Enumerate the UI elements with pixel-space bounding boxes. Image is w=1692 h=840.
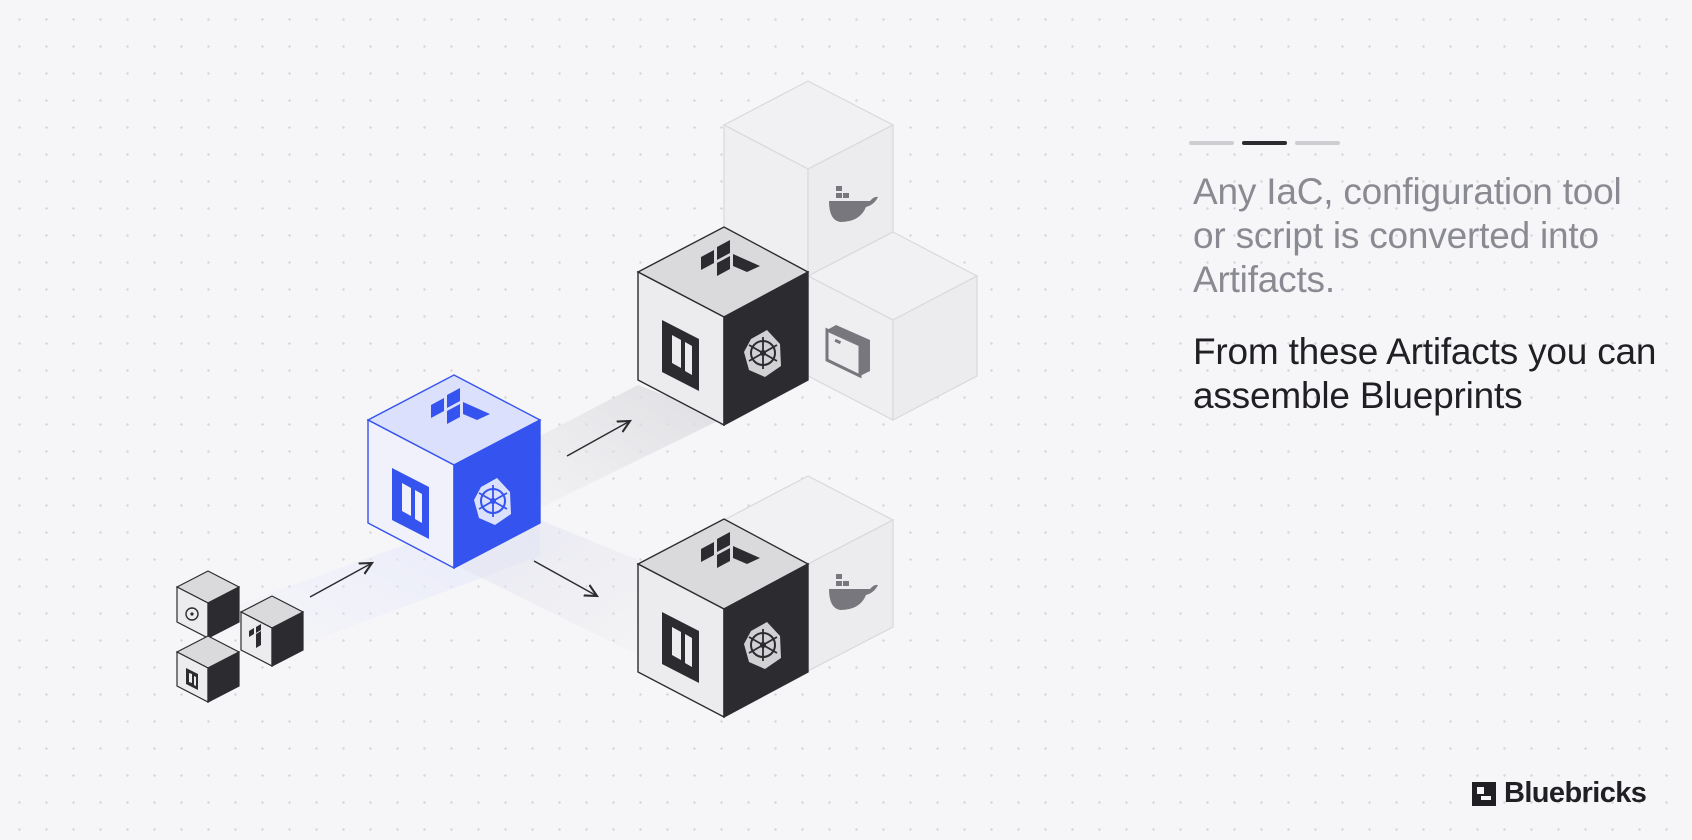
helm-icon [392,468,429,539]
terraform-icon [701,240,760,276]
helm-icon [662,320,699,391]
docker-icon [829,574,878,610]
helm-icon [662,612,699,683]
progress-segment [1189,141,1234,145]
kubernetes-icon [474,478,511,525]
docker-icon [829,186,878,222]
terraform-icon [701,532,760,568]
kubernetes-icon [744,330,781,377]
source-cube-helm [175,635,241,703]
source-cube-terraform [239,595,305,667]
helm-icon [186,668,198,690]
container-box-icon [825,325,870,379]
progress-segment [1295,141,1340,145]
caption-text: Any IaC, configuration tool or script is… [1193,171,1622,300]
brand-name: Bluebricks [1504,777,1647,809]
progress-segment-active [1242,141,1287,145]
slide-progress-indicator [1189,141,1340,145]
arrow-right-icon [533,560,597,596]
arrow-right-icon [566,421,630,457]
caption-block: Any IaC, configuration tool or script is… [1193,170,1663,418]
kubernetes-icon [744,622,781,669]
terraform-icon [249,624,261,648]
artifact-cube-lower [636,518,810,719]
brand-logo: Bluebricks [1472,777,1647,810]
artifact-cube-upper [636,226,810,427]
beam-blue-to-upper [540,385,724,508]
source-cube-kubernetes [175,570,241,639]
kubernetes-icon [185,607,199,621]
beam-blue-to-lower [455,520,638,655]
arrow-right-icon [309,563,372,598]
blueprint-cube-blue [366,374,542,570]
terraform-icon [431,388,490,424]
bluebricks-logo-icon [1472,781,1496,806]
caption-strong-text: From these Artifacts you can assemble Bl… [1193,331,1657,416]
ghost-cube-box [806,231,979,421]
